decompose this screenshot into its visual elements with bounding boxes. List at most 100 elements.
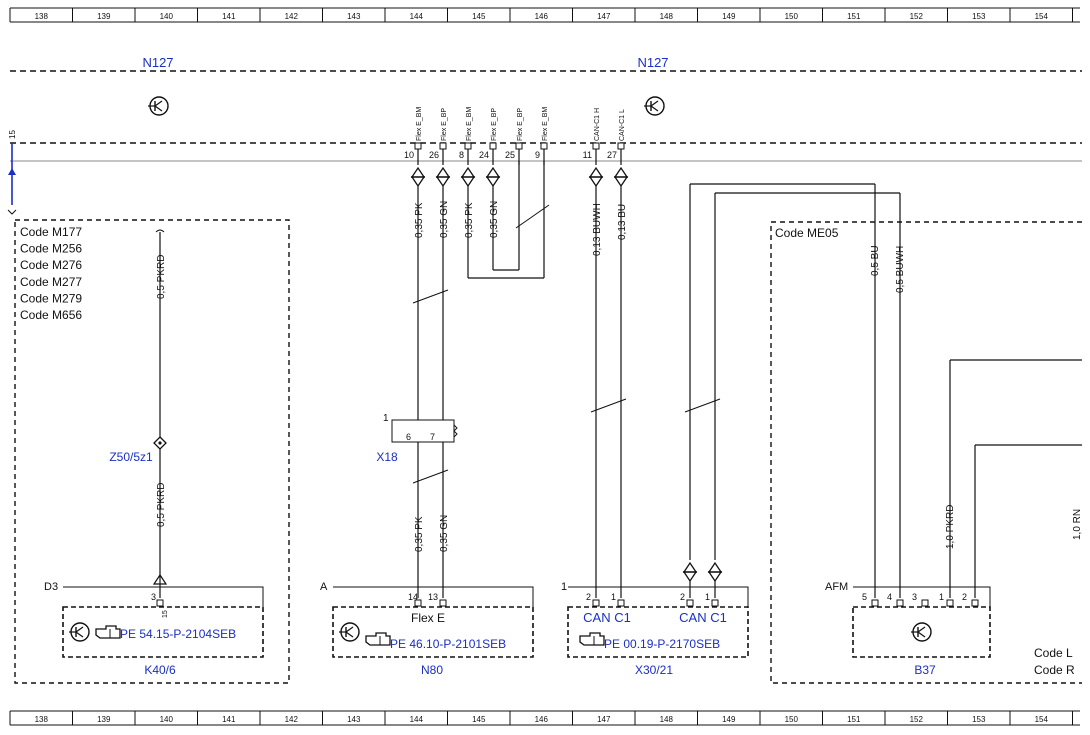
component-label[interactable]: N80 bbox=[421, 663, 443, 677]
twist-mark bbox=[684, 398, 721, 413]
component-locator-icon[interactable] bbox=[644, 96, 665, 116]
wire-label: 0,35 GN bbox=[439, 201, 450, 238]
pin-socket-icon bbox=[464, 142, 472, 150]
code-box-left bbox=[14, 219, 290, 684]
wire-label: 0,13 BU bbox=[617, 204, 628, 240]
pin-name: Flex E_BP bbox=[441, 108, 448, 141]
wire-label: 0,5 BU bbox=[870, 245, 881, 276]
wire-label: 0,35 GN bbox=[439, 515, 450, 552]
pin-socket-icon bbox=[156, 599, 164, 607]
component-locator-icon[interactable] bbox=[69, 622, 90, 642]
ruler-column-label: 149 bbox=[722, 715, 736, 724]
document-reference-icon[interactable] bbox=[95, 625, 121, 639]
x18-label[interactable]: X18 bbox=[376, 450, 398, 464]
connector-header bbox=[568, 586, 749, 607]
code-box-me05 bbox=[770, 221, 1082, 684]
pin-socket-icon bbox=[871, 599, 879, 607]
twist-mark bbox=[412, 469, 449, 484]
wire-label: 0,35 GN bbox=[489, 201, 500, 238]
component-locator-icon[interactable] bbox=[148, 96, 169, 116]
pin-number: 1 bbox=[705, 592, 710, 602]
wire-label: 0,35 PK bbox=[464, 202, 475, 238]
code-me05-label: Code ME05 bbox=[775, 226, 839, 240]
strip-number: 15 bbox=[8, 130, 17, 139]
pin-socket-icon bbox=[489, 142, 497, 150]
pin-socket-icon bbox=[540, 142, 548, 150]
ecu-label-left[interactable]: N127 bbox=[142, 55, 173, 70]
document-reference-icon[interactable] bbox=[579, 632, 605, 646]
component-housing bbox=[332, 606, 534, 658]
doc-reference-link[interactable]: PE 54.15-P-2104SEB bbox=[120, 627, 236, 641]
can-bus-link[interactable]: CAN C1 bbox=[583, 610, 631, 625]
pin-socket-icon bbox=[921, 599, 929, 607]
pin-name: Flex E_BM bbox=[542, 107, 549, 141]
pin-socket-icon bbox=[414, 142, 422, 150]
code-item: Code M279 bbox=[20, 291, 82, 305]
component-label[interactable]: B37 bbox=[914, 663, 936, 677]
x18-connector[interactable] bbox=[391, 419, 455, 443]
ecu-label-right[interactable]: N127 bbox=[637, 55, 668, 70]
document-reference-icon[interactable] bbox=[365, 632, 391, 646]
ruler-column-label: 139 bbox=[97, 715, 111, 724]
ruler-column-label: 141 bbox=[222, 12, 236, 21]
component-label[interactable]: X30/21 bbox=[635, 663, 673, 677]
pin-socket-icon bbox=[439, 142, 447, 150]
pin-socket-icon bbox=[592, 142, 600, 150]
code-bottom-right-1: Code L bbox=[1034, 646, 1073, 660]
ruler-column-label: 138 bbox=[35, 12, 49, 21]
ruler-column-label: 147 bbox=[597, 715, 611, 724]
ruler-column-label: 145 bbox=[472, 12, 486, 21]
pin-socket-icon bbox=[946, 599, 954, 607]
ruler-column-label: 151 bbox=[847, 715, 861, 724]
ruler-column-label: 149 bbox=[722, 12, 736, 21]
x18-pin-a: 6 bbox=[406, 432, 411, 442]
code-item: Code M276 bbox=[20, 258, 82, 272]
ruler-column-label: 145 bbox=[472, 715, 486, 724]
pin-socket-icon bbox=[617, 142, 625, 150]
can-bus-link[interactable]: CAN C1 bbox=[679, 610, 727, 625]
pin-number: 10 bbox=[404, 150, 414, 160]
component-locator-icon[interactable] bbox=[339, 622, 360, 642]
pin-number: 25 bbox=[505, 150, 515, 160]
ruler-column-label: 151 bbox=[847, 12, 861, 21]
doc-reference-link[interactable]: PE 46.10-P-2101SEB bbox=[390, 637, 506, 651]
component-prefix: D3 bbox=[44, 581, 58, 593]
wire-label: 0,35 PK bbox=[414, 202, 425, 238]
pin-socket-icon bbox=[515, 142, 523, 150]
ruler-column-label: 153 bbox=[972, 12, 986, 21]
pin-name: Flex E_BP bbox=[517, 108, 524, 141]
break-marker-icon bbox=[7, 209, 17, 215]
component-prefix: A bbox=[320, 581, 328, 593]
pin-socket-icon bbox=[617, 599, 625, 607]
strip-arrow-icon bbox=[8, 168, 16, 175]
pin-number: 3 bbox=[912, 592, 917, 602]
pin-number: 2 bbox=[680, 592, 685, 602]
ruler-column-label: 146 bbox=[535, 715, 549, 724]
ruler-column-label: 146 bbox=[535, 12, 549, 21]
ruler-column-label: 138 bbox=[35, 715, 49, 724]
wire-label: 1,0 PKRD bbox=[945, 505, 956, 549]
wire-label: 0,35 PK bbox=[414, 516, 425, 552]
component-label[interactable]: K40/6 bbox=[144, 663, 176, 677]
doc-reference-link[interactable]: PE 00.19-P-2170SEB bbox=[604, 637, 720, 651]
pin-socket-icon bbox=[711, 599, 719, 607]
ruler-column-label: 142 bbox=[285, 12, 299, 21]
ruler-column-label: 154 bbox=[1035, 715, 1049, 724]
component-housing bbox=[62, 606, 264, 658]
wire-label: 0,5 BUWH bbox=[895, 246, 906, 293]
component-locator-icon[interactable] bbox=[911, 622, 932, 642]
pin-number: 26 bbox=[429, 150, 439, 160]
splice-label[interactable]: Z50/5z1 bbox=[109, 450, 153, 464]
ruler-column-label: 143 bbox=[347, 12, 361, 21]
splice-dot bbox=[158, 441, 162, 445]
pin-number: 3 bbox=[151, 592, 156, 602]
pin-side-number: 15 bbox=[162, 610, 169, 618]
pin-name: CAN-C1 L bbox=[619, 109, 626, 141]
ruler-column-label: 153 bbox=[972, 715, 986, 724]
code-item: Code M277 bbox=[20, 275, 82, 289]
wire-label: 1,0 RN bbox=[1072, 509, 1083, 540]
